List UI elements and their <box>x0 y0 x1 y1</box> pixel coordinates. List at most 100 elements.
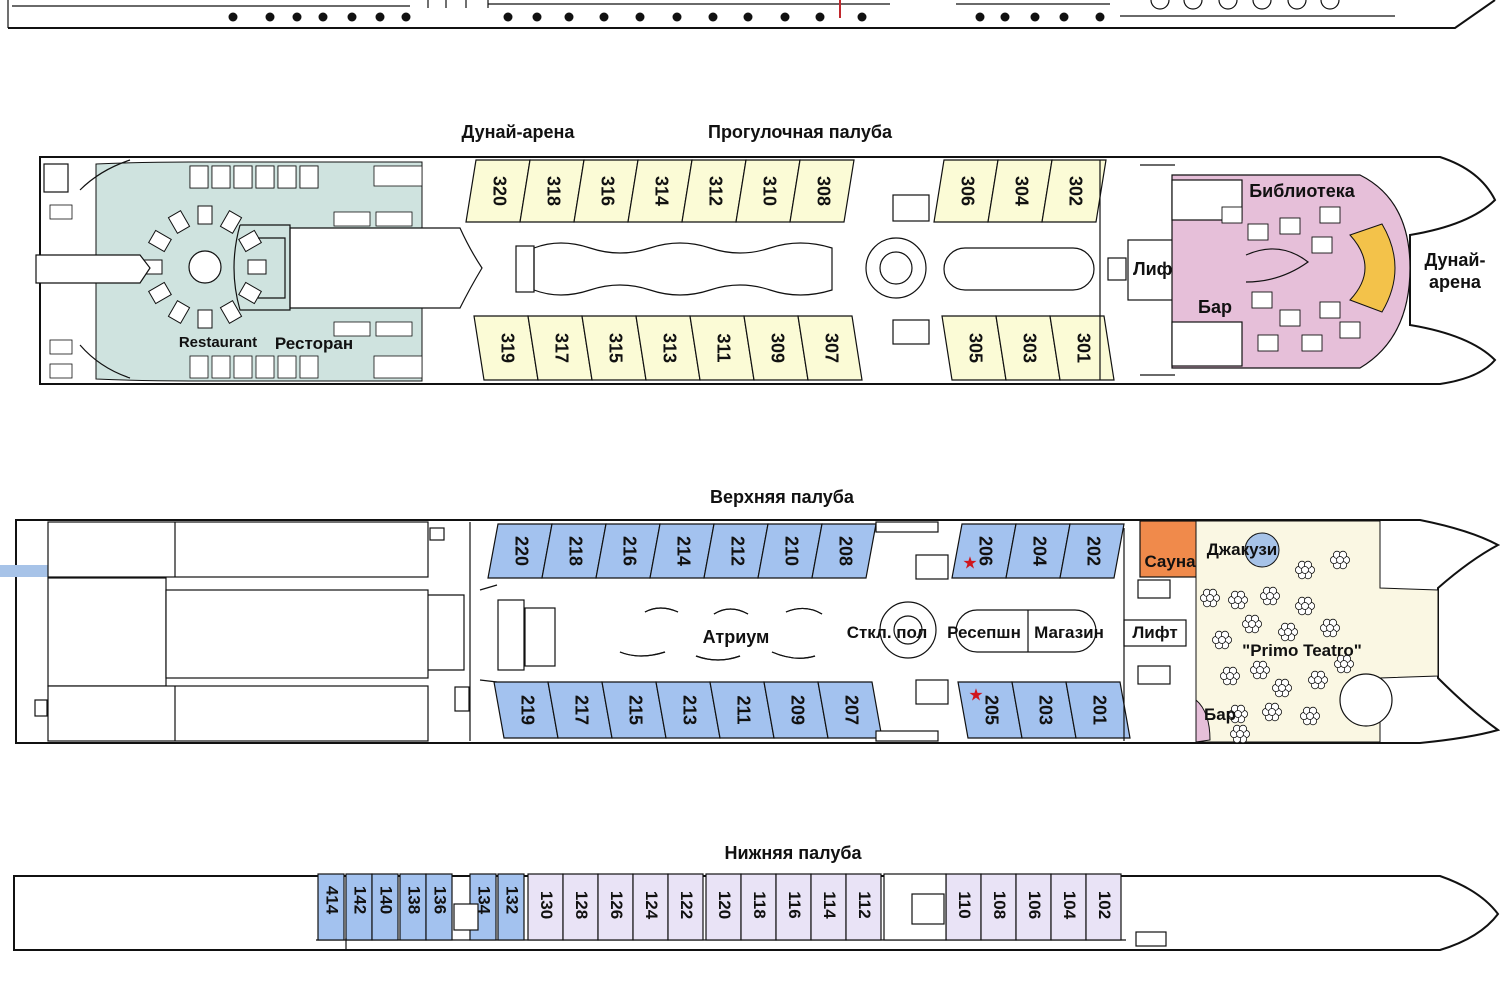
table-icon <box>277 355 297 379</box>
reception-label: Ресепшн <box>947 623 1021 642</box>
cabin-number: 210 <box>781 536 801 566</box>
deck-dot <box>1095 12 1105 22</box>
table-icon <box>219 300 243 325</box>
seat-icon <box>1228 704 1249 724</box>
cabin-202[interactable] <box>1059 523 1125 579</box>
stairs-icon <box>373 165 423 187</box>
cabin-122[interactable] <box>667 873 704 941</box>
cabin-number: 316 <box>597 176 617 206</box>
deck-dot <box>532 12 542 22</box>
cabin-108[interactable] <box>980 873 1017 941</box>
cabin-201[interactable] <box>1065 681 1131 739</box>
seat-icon <box>1220 666 1241 686</box>
arena-label-2: арена <box>1429 272 1482 292</box>
cabin-number: 202 <box>1083 536 1103 566</box>
table-icon <box>167 209 191 234</box>
seat-icon <box>1320 618 1341 638</box>
porthole <box>1287 0 1307 10</box>
table-icon <box>1311 236 1333 254</box>
sauna-room <box>1139 520 1201 578</box>
cabin-120[interactable] <box>705 873 742 941</box>
seat-icon <box>1250 660 1271 680</box>
arena-seats <box>1349 223 1396 313</box>
seat-icon <box>1334 654 1355 674</box>
cabin-number: 209 <box>787 695 807 725</box>
cabin-132[interactable] <box>497 873 525 941</box>
table-icon <box>189 355 209 379</box>
deck-dot <box>599 12 609 22</box>
cabin-116[interactable] <box>775 873 812 941</box>
cabin-112[interactable] <box>845 873 882 941</box>
cabin-414[interactable] <box>317 873 345 941</box>
table-icon <box>233 165 253 189</box>
cabin-number: 317 <box>551 333 571 363</box>
seat-icon <box>1262 702 1283 722</box>
deck-dot <box>743 12 753 22</box>
cabin-118[interactable] <box>740 873 777 941</box>
table-icon <box>299 165 319 189</box>
cabin-number: 211 <box>733 695 753 724</box>
cabin-number: 309 <box>767 333 787 363</box>
cabin-104[interactable] <box>1050 873 1087 941</box>
cabin-number: 124 <box>642 891 661 920</box>
cabin-102[interactable] <box>1085 873 1122 941</box>
stern-shape <box>35 254 151 284</box>
cabin-number: 218 <box>565 536 585 566</box>
cabin-307[interactable] <box>797 315 863 381</box>
cabin-number: 212 <box>727 536 747 566</box>
porthole <box>1150 0 1170 10</box>
cabin-138[interactable] <box>399 873 427 941</box>
cabin-301[interactable] <box>1049 315 1115 381</box>
cabin-number: 116 <box>785 891 804 918</box>
restaurant-tables <box>49 165 423 379</box>
seat-icon <box>1272 678 1293 698</box>
table-icon <box>238 229 263 253</box>
cabin-number: 307 <box>821 333 841 363</box>
cabin-136[interactable] <box>425 873 453 941</box>
deck-dot <box>635 12 645 22</box>
cabin-number: 140 <box>377 886 396 914</box>
seat-icon <box>1295 596 1316 616</box>
deck-dot <box>1000 12 1010 22</box>
deck-dot <box>347 12 357 22</box>
deck-dot <box>1059 12 1069 22</box>
cabin-number: 104 <box>1060 891 1079 920</box>
seat-icon <box>1200 588 1221 608</box>
seat-icon <box>1278 622 1299 642</box>
cabin-142[interactable] <box>345 873 373 941</box>
cabin-110[interactable] <box>945 873 982 941</box>
deck-dot <box>318 12 328 22</box>
deck-dot <box>780 12 790 22</box>
table-icon <box>255 165 275 189</box>
table-icon <box>333 211 371 227</box>
cabin-number: 118 <box>750 891 769 918</box>
cabin-302[interactable] <box>1041 159 1107 223</box>
cabin-126[interactable] <box>597 873 634 941</box>
cabin-308[interactable] <box>789 159 855 223</box>
table-icon <box>247 259 267 275</box>
cabin-number: 108 <box>990 891 1009 919</box>
table-icon <box>1339 321 1361 339</box>
seat-icon <box>1228 590 1249 610</box>
table-icon <box>375 321 413 337</box>
cabin-number: 318 <box>543 176 563 206</box>
deck-dot <box>815 12 825 22</box>
deck-dot <box>564 12 574 22</box>
promenade-deck: Дунай-арена Прогулочная палуба Restauran… <box>35 122 1497 385</box>
cabin-208[interactable] <box>811 523 877 579</box>
cabin-130[interactable] <box>527 873 564 941</box>
cabin-number: 319 <box>497 333 517 363</box>
cabin-140[interactable] <box>371 873 399 941</box>
deck-dot <box>375 12 385 22</box>
seat-icon <box>1330 550 1351 570</box>
cabin-number: 214 <box>673 536 693 566</box>
table-icon <box>49 204 73 220</box>
cabin-number: 311 <box>713 333 733 362</box>
cabin-number: 138 <box>405 886 424 914</box>
theatre-seats <box>1200 550 1355 744</box>
cabin-number: 306 <box>957 176 977 206</box>
cabin-number: 102 <box>1095 891 1114 919</box>
cabin-number: 302 <box>1065 176 1085 206</box>
star-icon: ★ <box>962 553 977 572</box>
